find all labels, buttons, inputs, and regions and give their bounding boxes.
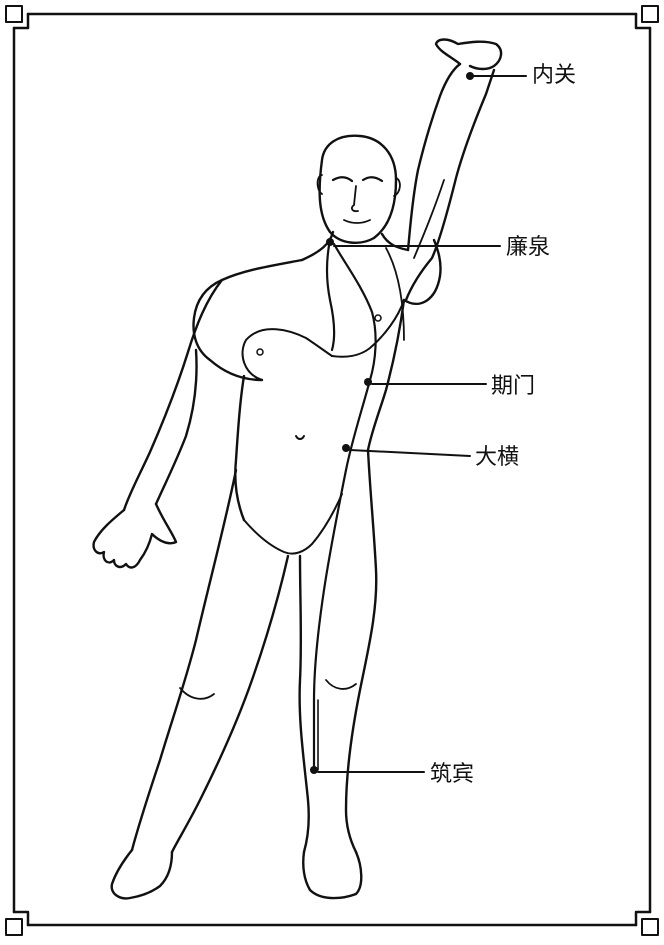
acupoint-dot-neiguan	[466, 72, 474, 80]
acupoint-dot-zhubin	[310, 766, 318, 774]
head-outline	[320, 136, 396, 243]
left-leg-outer	[132, 470, 236, 850]
raised-arm	[406, 64, 494, 300]
right-leg-inner	[300, 556, 309, 852]
torso-left	[194, 260, 302, 380]
leader-lines	[318, 76, 526, 772]
left-foot	[112, 850, 172, 898]
groin	[244, 494, 342, 554]
lowered-arm	[124, 280, 222, 510]
left-leg-inner	[172, 556, 288, 852]
acupoint-label-qimen: 期门	[491, 376, 535, 398]
acupoint-label-lianquan: 廉泉	[506, 237, 550, 259]
right-foot	[303, 852, 361, 898]
acupoint-label-daheng: 大横	[475, 447, 519, 469]
ear	[318, 175, 400, 196]
raised-hand	[436, 40, 501, 70]
face-mouth	[344, 220, 370, 223]
lowered-hand	[94, 504, 176, 567]
knee-right	[326, 680, 356, 689]
face-eyes	[333, 177, 382, 181]
knee-left	[180, 688, 214, 699]
acupoint-dot-lianquan	[326, 238, 334, 246]
acupoint-dot-qimen	[364, 378, 372, 386]
acupoint-label-neiguan: 内关	[532, 65, 576, 87]
nipple-right	[375, 315, 381, 321]
navel	[296, 436, 304, 439]
acupoint-label-zhubin: 筑宾	[430, 764, 474, 786]
chest	[243, 329, 332, 380]
nipple-left	[257, 349, 263, 355]
chest-right	[332, 300, 404, 357]
acupoint-markers	[310, 72, 474, 774]
torso-left-side	[235, 376, 244, 520]
face-nose	[352, 186, 358, 211]
acupoint-dot-daheng	[342, 444, 350, 452]
right-leg-outer	[346, 450, 376, 852]
decorative-frame	[6, 6, 658, 935]
